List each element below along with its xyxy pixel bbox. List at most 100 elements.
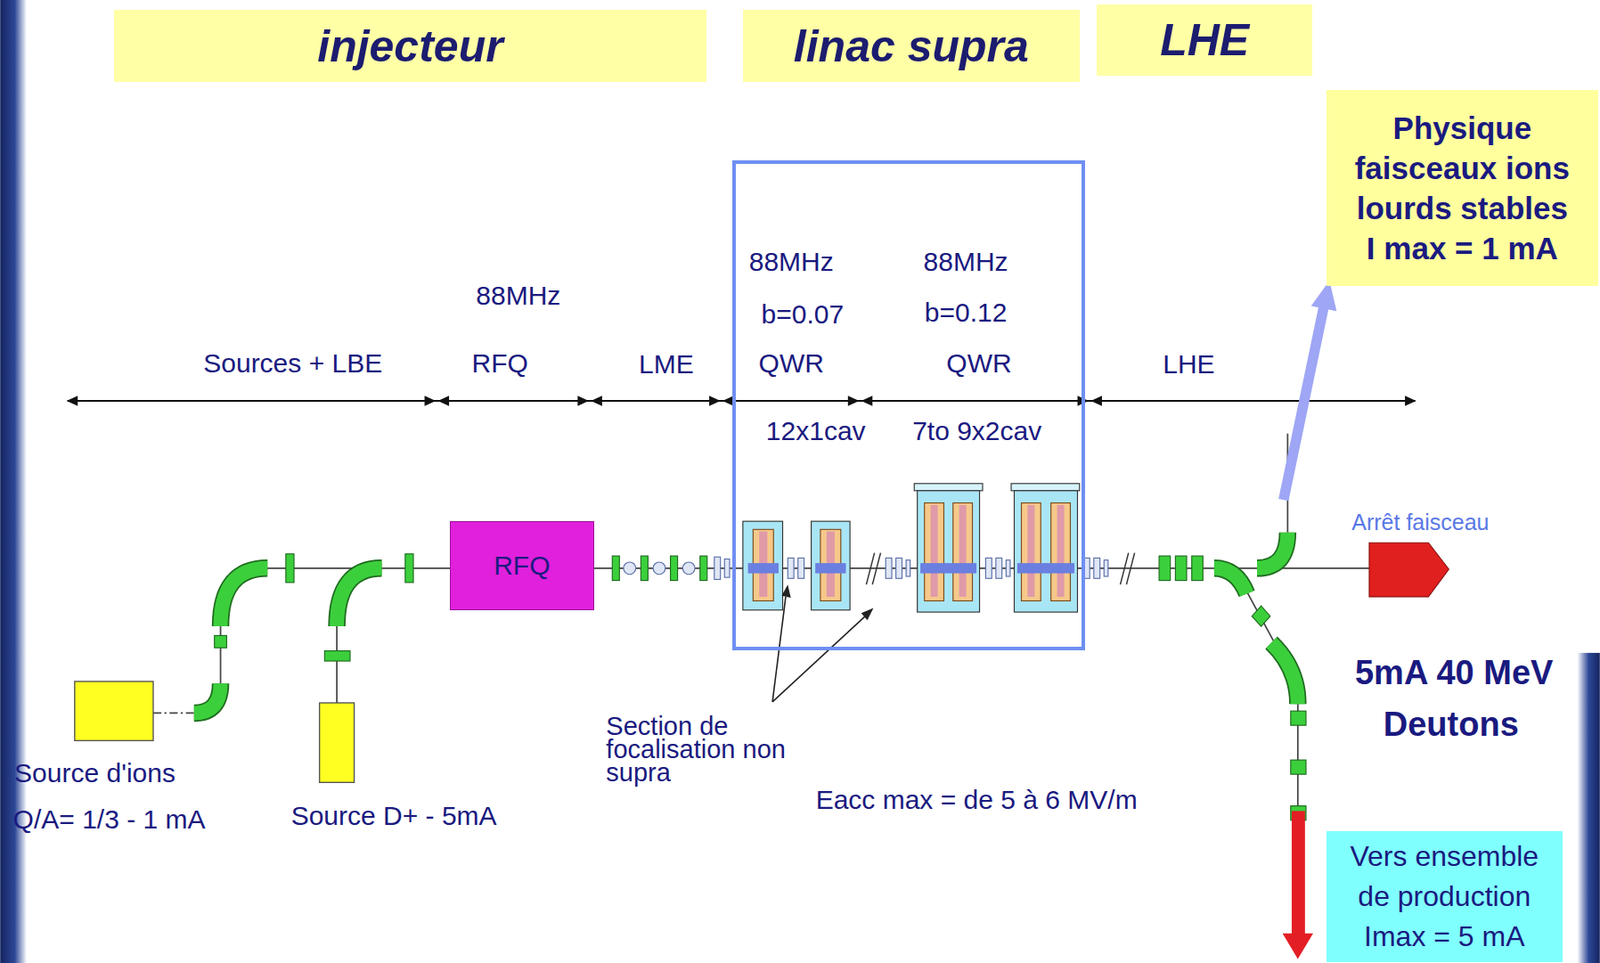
cryomodule [742,521,784,611]
buncher-element [653,562,666,575]
annotation-label: Source D+ - 5mA [291,800,498,832]
box-text: LHE [1159,14,1249,66]
parameter-text: b=0.07 [761,299,845,330]
dimension-line [1090,395,1103,406]
annotation-label: Sources + LBE [203,348,383,379]
annotation-label: RFQ [472,348,529,379]
buncher-element [623,562,637,575]
quadrupole-magnet [1159,555,1171,580]
dimension-line [848,395,860,406]
quadrupole-magnet [285,554,294,583]
ion-sources [74,681,154,741]
quadrupole-magnet [670,555,678,580]
cryomodule [959,505,967,597]
quadrupole-magnet [1290,710,1307,726]
line-break-mark [865,553,1135,585]
quadrupole-magnet [1251,605,1271,627]
buncher-element [1093,557,1101,579]
cryomodule [1027,505,1035,597]
quadrupole-magnet [1175,555,1187,580]
leader-arrow [772,616,866,703]
buncher-element [787,557,794,579]
leader-arrow [861,607,874,621]
dimension-line [66,395,1417,406]
quadrupole-magnet [612,555,620,580]
buncher-element [798,557,805,579]
dimension-line [861,395,874,406]
cryomodule [742,483,1080,613]
beam-dump [1369,542,1449,597]
quadrupole-magnet [324,651,351,662]
parameter-text: 88MHz [749,246,834,278]
quadrupole-magnet [640,555,648,580]
bending-magnet [220,568,269,627]
annotation-label: Q/A= 1/3 - 1 mA [13,804,206,835]
parameter-text: 12x1cav [766,416,866,447]
buncher-element [885,557,892,579]
cryomodule [930,505,939,597]
line-break-mark [872,553,881,585]
cryomodule [1017,563,1075,573]
cryomodule [953,503,973,602]
quadrupole-magnet [1191,555,1204,580]
rfq-box: RFQ [449,521,595,611]
buncher-element [1005,560,1011,577]
quadrupole-magnet [405,554,414,583]
cryomodule [1011,483,1080,491]
parameter-text: 88MHz [923,246,1009,278]
buncher-element [714,556,721,580]
parameter-text: b=0.12 [924,297,1008,328]
bending-magnet [1214,568,1248,595]
annotation-label: 88MHz [475,280,561,311]
cryomodule [811,521,851,611]
leader-arrow [781,584,791,598]
buncher-element [985,557,992,579]
box-text: Vers ensemble de production Imax = 5 mA [1343,836,1545,957]
ion-sources [319,702,355,783]
annotation-label: Eacc max = de 5 à 6 MV/m [816,784,1138,816]
cryomodule [924,503,945,602]
parameter-text: QWR [759,348,825,379]
box-text: Physique faisceaux ions lourds stables I… [1351,107,1573,269]
bending-magnet [194,683,221,713]
beam-line [153,433,1370,817]
dimension-line [437,395,449,406]
box-text: linac supra [793,20,1029,73]
section-band: linac supra [742,9,1080,82]
buncher-element [724,559,730,579]
annotation-label: Arrêt faisceau [1351,509,1489,536]
buncher-element [682,562,695,575]
cryomodule [920,563,977,573]
annotation-label: Section de focalisation non supra [605,714,807,784]
parameter-text: QWR [946,348,1012,379]
beam-line [335,624,338,703]
destination-box: Vers ensemble de production Imax = 5 mA [1326,831,1563,963]
bending-magnet [1271,642,1298,704]
bending-magnet [336,568,382,627]
bending-magnet [1271,642,1298,704]
annotation-label: 5mA 40 MeV [1355,653,1553,693]
section-band: LHE [1096,4,1313,76]
cryomodule [815,563,846,573]
dimension-line [1404,395,1417,406]
edge-decoration [1577,653,1600,963]
dimension-line [67,400,1416,402]
line-break-mark [1126,553,1135,585]
linac-frame: 88MHz88MHzb=0.07b=0.12QWRQWR12x1cav7to 9… [732,160,1085,651]
annotation-label: Source d'ions [14,758,176,789]
beam-arrow [1282,933,1314,960]
beam-dump [1369,542,1449,597]
cryomodule [1013,490,1078,613]
dimension-line [66,395,79,406]
buncher-element [995,557,1003,579]
beam-arrow [1283,303,1325,500]
cryomodule [914,483,983,491]
cryomodule [1057,505,1065,597]
dimension-line [577,395,589,406]
quadrupole-magnet [700,555,708,580]
cryomodule [917,490,980,613]
beam-line [220,624,222,684]
leader-arrow [772,584,874,703]
